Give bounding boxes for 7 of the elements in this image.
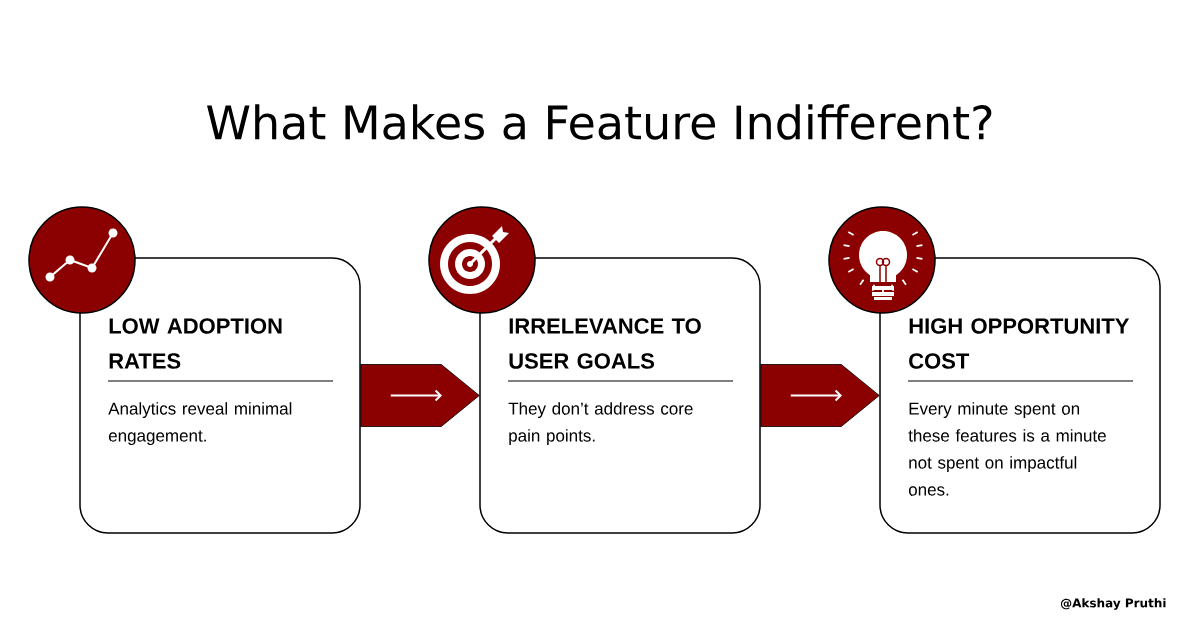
card: LOW ADOPTION RATES Analytics reveal minimal engagement. <box>79 257 361 534</box>
arrow <box>760 364 880 427</box>
card: HIGH OPPORTUNITY COST Every minute spent on these features is a minute not spent on impactful ones. <box>879 257 1161 534</box>
title: What Makes a Feature Indifferent? <box>207 104 992 140</box>
card: IRRELEVANCE TO USER GOALS They don’t address core pain points. <box>479 257 761 534</box>
arrow <box>360 364 480 427</box>
author-credit: @Akshay Pruthi <box>1060 598 1166 610</box>
